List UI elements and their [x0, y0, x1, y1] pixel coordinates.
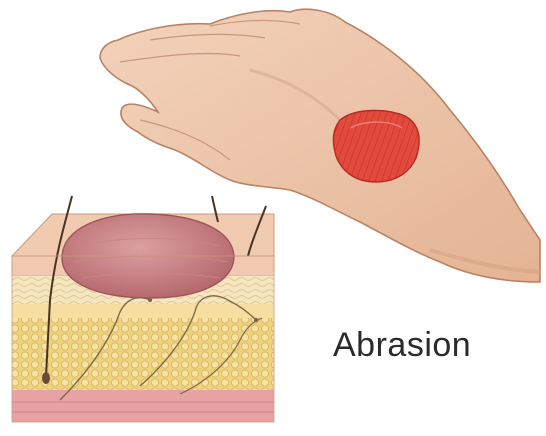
nerve-ending-1: [148, 298, 152, 302]
nerve-ending-2: [254, 318, 258, 322]
fat-layer: [12, 318, 274, 390]
upper-fat-band: [12, 304, 274, 318]
abrasion-wound: [333, 110, 419, 182]
wound-shape: [333, 110, 419, 182]
muscle-layer: [12, 390, 274, 422]
caption-label: Abrasion: [333, 328, 471, 362]
skin-cross-section: [12, 196, 274, 422]
hair-bulb-1: [42, 372, 50, 384]
